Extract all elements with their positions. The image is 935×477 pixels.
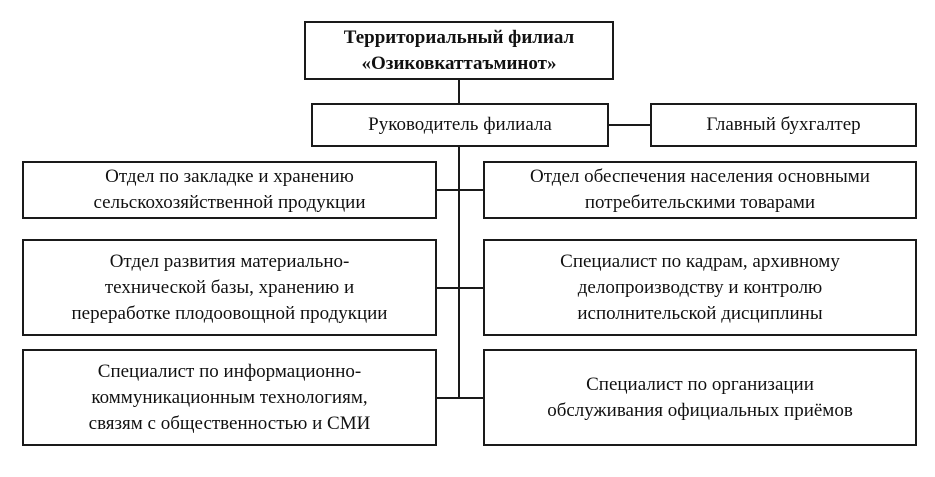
right-receptions-specialist-box: Специалист по организации обслуживания о… [483,349,917,446]
left-ict-specialist-line-2: коммуникационным технологиям, [91,386,368,408]
left-ict-specialist-box: Специалист по информационно- коммуникаци… [22,349,437,446]
left-dept-material-base-line-3: переработке плодоовощной продукции [71,302,388,324]
branch-right-3 [458,397,484,399]
left-ict-specialist-line-3: связям с общественностью и СМИ [88,412,371,434]
right-receptions-specialist-line-1: Специалист по организации [586,373,814,395]
right-receptions-specialist-line-2: обслуживания официальных приёмов [547,399,853,421]
connector-head-to-director [458,79,460,104]
left-dept-material-base-line-1: Отдел развития материально- [109,250,350,272]
left-ict-specialist-line-1: Специалист по информационно- [97,360,362,382]
left-dept-material-base-box: Отдел развития материально- технической … [22,239,437,336]
left-dept-storage-line-2: сельскохозяйственной продукции [93,192,366,213]
left-dept-storage-line-1: Отдел по закладке и хранению [105,166,354,187]
branch-right-2 [458,287,484,289]
right-hr-specialist-line-1: Специалист по кадрам, архивному [560,250,840,272]
right-hr-specialist-line-2: делопроизводству и контролю [577,276,823,298]
trunk-line [458,146,460,398]
chief-accountant-box: Главный бухгалтер [650,103,917,147]
head-line-2: «Озиковкаттаъминот» [361,52,557,74]
right-dept-consumer-goods-line-2: потребительскими товарами [584,192,816,213]
right-dept-consumer-goods-line-1: Отдел обеспечения населения основными [530,166,870,187]
branch-left-2 [436,287,460,289]
branch-left-3 [436,397,460,399]
right-hr-specialist-box: Специалист по кадрам, архивному делопрои… [483,239,917,336]
head-box-territorial-branch: Территориальный филиал «Озиковкаттаъмино… [304,21,614,80]
right-hr-specialist-line-3: исполнительской дисциплины [577,302,823,324]
right-dept-consumer-goods-box: Отдел обеспечения населения основными по… [483,161,917,219]
director-label: Руководитель филиала [368,114,552,135]
branch-right-1 [458,189,484,191]
head-line-1: Территориальный филиал [343,26,575,48]
branch-left-1 [436,189,460,191]
left-dept-material-base-line-2: технической базы, хранению и [104,276,355,298]
left-dept-storage-box: Отдел по закладке и хранению сельскохозя… [22,161,437,219]
director-box: Руководитель филиала [311,103,609,147]
chief-accountant-label: Главный бухгалтер [706,114,861,135]
connector-director-to-accountant [608,124,651,126]
